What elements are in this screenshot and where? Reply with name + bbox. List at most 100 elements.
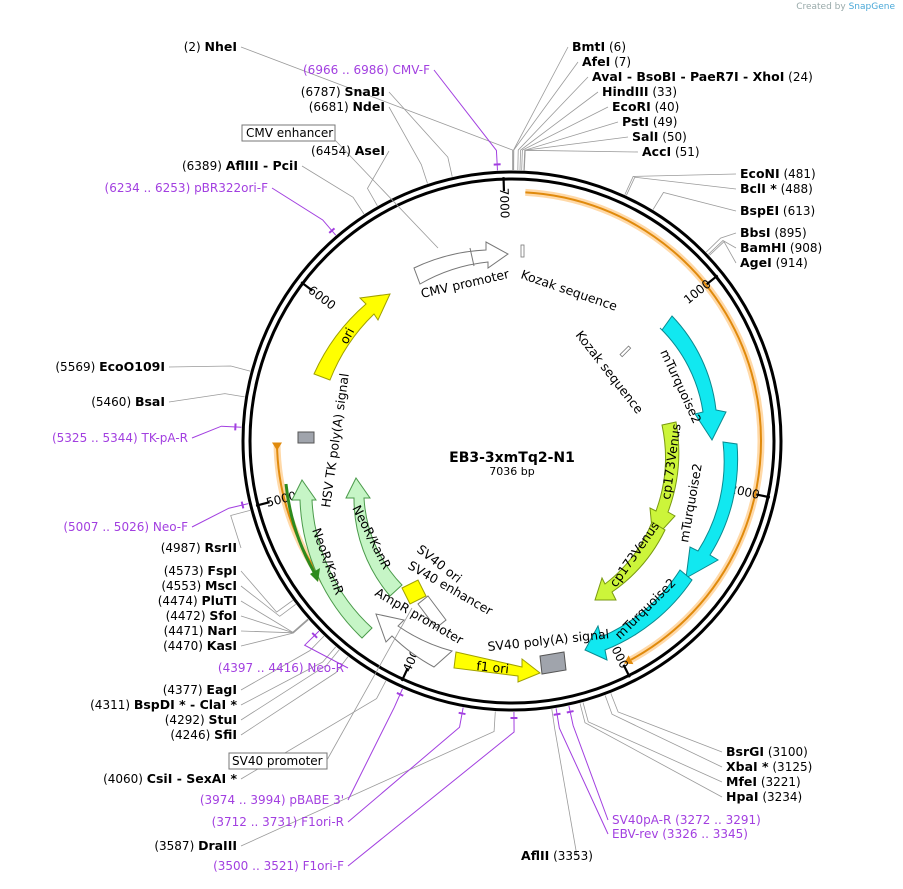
site-label-bbsi[interactable]: BbsI (895)	[740, 225, 807, 240]
site-leader-ndei	[388, 106, 428, 184]
site-label-nhei[interactable]: (2) NheI	[184, 39, 237, 54]
sv40-polya-box[interactable]	[539, 651, 567, 675]
primer-label-f1ori-r[interactable]: (3712 .. 3731) F1ori-R	[212, 815, 344, 829]
name-text: AflIII - PciI	[226, 158, 298, 173]
site-label-bsrgi[interactable]: BsrGI (3100)	[726, 744, 808, 759]
site-label-bspei[interactable]: BspEI (613)	[740, 203, 815, 218]
snapgene-brand: SnapGene	[848, 2, 895, 12]
sv40-enhancer-arrow[interactable]	[417, 595, 447, 629]
site-label-ndei[interactable]: (6681) NdeI	[309, 99, 385, 114]
site-label-hpai[interactable]: HpaI (3234)	[726, 789, 802, 804]
site-label-afei[interactable]: AfeI (7)	[582, 54, 631, 69]
site-leader-asei	[367, 150, 390, 206]
primer-label-ebv-rev[interactable]: EBV-rev (3326 .. 3345)	[612, 827, 748, 841]
site-leader-snabi	[388, 91, 453, 177]
site-label-sfoi[interactable]: (4472) SfoI	[166, 608, 237, 623]
name-text: MfeI	[726, 774, 757, 789]
position-text: (908)	[786, 241, 822, 255]
site-label-msci[interactable]: (4553) MscI	[161, 578, 237, 593]
site-label-aflii[interactable]: AflII (3353)	[521, 848, 593, 863]
primer-mark-f1ori-r	[458, 711, 466, 716]
primer-label-f1ori-f[interactable]: (3500 .. 3521) F1ori-F	[213, 859, 344, 873]
snapgene-credit: Created by SnapGene	[796, 2, 895, 12]
mturquoise2-arrow-2[interactable]	[685, 441, 739, 579]
site-label-avai-bsobi-paer7i-xhoi[interactable]: AvaI - BsoBI - PaeR7I - XhoI (24)	[592, 69, 813, 84]
site-leader-rsrii	[230, 510, 251, 549]
position-text: (33)	[649, 85, 677, 99]
primer-label-tk-pa-r[interactable]: (5325 .. 5344) TK-pA-R	[52, 431, 188, 445]
f1-ori-arrow[interactable]	[453, 651, 541, 683]
site-label-hindiii[interactable]: HindIII (33)	[602, 84, 677, 99]
position-text: (5007 .. 5026)	[63, 520, 153, 534]
name-text: EcoNI	[740, 166, 780, 181]
sv40-promoter-box[interactable]	[228, 752, 328, 770]
position-text: (613)	[779, 204, 815, 218]
name-text: SfiI	[214, 727, 237, 742]
site-label-psti[interactable]: PstI (49)	[622, 114, 677, 129]
site-label-xbai[interactable]: XbaI * (3125)	[726, 759, 812, 774]
cmv-enhancer-box[interactable]	[241, 124, 336, 142]
mturquoise2-arrow-1[interactable]	[659, 315, 727, 442]
site-leader-ecoo109i	[168, 365, 251, 372]
site-label-acci[interactable]: AccI (51)	[642, 144, 700, 159]
cmv-promoter-arrow[interactable]	[413, 241, 509, 285]
name-text: PluTI	[201, 593, 237, 608]
name-text: pBABE 3'	[289, 793, 344, 807]
site-label-snabi[interactable]: (6787) SnaBI	[301, 84, 385, 99]
cp173venus-arrow-1[interactable]	[649, 421, 680, 542]
feature-label-f1-ori: f1 ori	[476, 658, 510, 676]
site-label-agei[interactable]: AgeI (914)	[740, 255, 808, 270]
plasmid-title: EB3-3xmTq2-N1	[449, 450, 575, 466]
name-text: SalI	[632, 129, 658, 144]
site-leader-afei	[513, 61, 579, 171]
primer-label-cmv-f[interactable]: (6966 .. 6986) CMV-F	[303, 63, 430, 77]
site-label-ecoo109i[interactable]: (5569) EcoO109I	[55, 359, 165, 374]
site-label-nari[interactable]: (4471) NarI	[164, 623, 237, 638]
ampr-promoter-arrow[interactable]	[375, 613, 454, 668]
name-text: SV40pA-R	[612, 813, 671, 827]
neor-kanr-arrow-outer[interactable]	[291, 479, 373, 639]
primer-label-pbabe-3[interactable]: (3974 .. 3994) pBABE 3'	[200, 793, 344, 807]
hsv-tk-polya-box[interactable]	[297, 431, 315, 444]
cp173venus-arrow-2[interactable]	[594, 521, 666, 601]
backbone-outer-ring	[241, 170, 783, 712]
sv40-ori-box[interactable]	[401, 579, 427, 605]
name-text: NarI	[207, 623, 237, 638]
site-label-bcli[interactable]: BclI * (488)	[740, 181, 813, 196]
ori-arrow[interactable]	[313, 293, 391, 381]
site-label-mfei[interactable]: MfeI (3221)	[726, 774, 801, 789]
site-label-bamhi[interactable]: BamHI (908)	[740, 240, 822, 255]
site-label-fspi[interactable]: (4573) FspI	[164, 563, 237, 578]
name-text: NheI	[205, 39, 238, 54]
site-label-asei[interactable]: (6454) AseI	[311, 143, 385, 158]
site-label-sali[interactable]: SalI (50)	[632, 129, 687, 144]
primer-leader-f1ori-f	[347, 711, 515, 867]
site-label-econi[interactable]: EcoNI (481)	[740, 166, 816, 181]
site-label-bsai[interactable]: (5460) BsaI	[91, 394, 165, 409]
primer-label-sv40pa-r[interactable]: SV40pA-R (3272 .. 3291)	[612, 813, 761, 827]
mturquoise2-arrow-3[interactable]	[584, 569, 693, 661]
neor-kanr-arrow-inner[interactable]	[345, 477, 403, 597]
site-label-pluti[interactable]: (4474) PluTI	[158, 593, 237, 608]
site-leader-msci	[240, 585, 296, 617]
primer-label-pbr322ori-f[interactable]: (6234 .. 6253) pBR322ori-F	[105, 181, 269, 195]
coverage-arc-cds-glow	[525, 188, 765, 663]
site-label-bspdi-clai[interactable]: (4311) BspDI * - ClaI *	[90, 697, 237, 712]
site-leader-bsai	[168, 393, 245, 403]
site-label-bmti[interactable]: BmtI (6)	[572, 39, 626, 54]
primer-label-neo-f[interactable]: (5007 .. 5026) Neo-F	[63, 520, 188, 534]
site-label-csii-sexai[interactable]: (4060) CsiI - SexAI *	[103, 771, 237, 786]
site-leader-xbai	[604, 695, 723, 768]
site-label-ecori[interactable]: EcoRI (40)	[612, 99, 679, 114]
site-label-sfii[interactable]: (4246) SfiI	[170, 727, 237, 742]
site-label-kasi[interactable]: (4470) KasI	[163, 638, 237, 653]
site-label-afliii-pcii[interactable]: (6389) AflIII - PciI	[182, 158, 298, 173]
site-leader-acci	[523, 149, 639, 171]
position-text: (6389)	[182, 159, 226, 173]
site-label-stui[interactable]: (4292) StuI	[165, 712, 237, 727]
site-leader-avai-bsobi-paer7i-xhoi	[517, 76, 589, 171]
site-label-draiii[interactable]: (3587) DraIII	[154, 838, 237, 853]
primer-label-neo-r[interactable]: (4397 .. 4416) Neo-R	[218, 661, 344, 675]
site-label-eagi[interactable]: (4377) EagI	[163, 682, 237, 697]
site-label-rsrii[interactable]: (4987) RsrII	[161, 540, 237, 555]
